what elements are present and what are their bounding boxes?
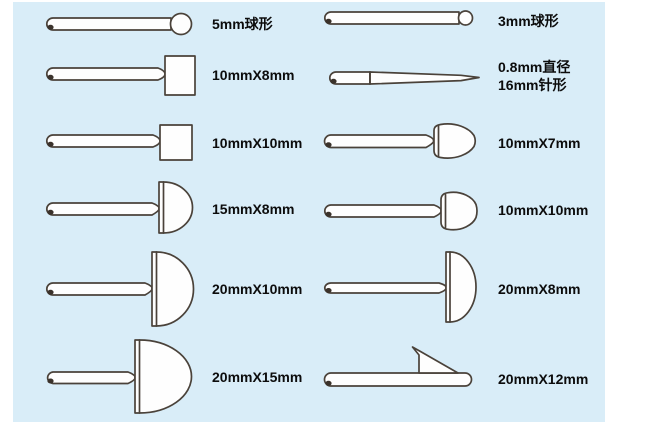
illustration-half-round-tip-20x8 [323,251,477,323]
label-10x10-left: 10mmX10mm [212,135,303,151]
illustration-angled-scraper-tip [323,346,473,387]
illustration-square-tip-10x8 [45,55,196,96]
label-20x8: 20mmX8mm [498,281,581,297]
label-10x8: 10mmX8mm [212,67,295,83]
illustration-needle-tip [328,71,480,85]
label-15x8: 15mmX8mm [212,201,295,217]
illustration-dome-tip-10x7 [323,123,477,159]
illustration-square-tip-10x10 [45,124,193,161]
diagram-panel: 5mm球形 10mmX8mm 10mmX10mm 15mmX8mm 20mmX1… [13,2,605,422]
label-10x7: 10mmX7mm [498,135,581,151]
label-needle-line1: 0.8mm直径 [498,59,571,75]
illustration-ball-tip-5mm [45,12,193,36]
label-3mm-ball: 3mm球形 [498,13,559,29]
label-10x10-right: 10mmX10mm [498,202,589,218]
label-needle: 0.8mm直径 16mm针形 [498,58,570,94]
label-20x15: 20mmX15mm [212,369,303,385]
illustration-half-round-tip-15x8 [45,181,194,234]
illustration-half-round-tip-20x10 [45,251,195,327]
illustration-ball-tip-3mm [323,10,474,26]
tool-shapes-canvas [45,10,480,414]
label-20x12: 20mmX12mm [498,371,589,387]
label-5mm-ball: 5mm球形 [212,16,273,32]
illustration-dome-tip-10x10 [323,191,478,231]
label-needle-line2: 16mm针形 [498,77,567,93]
illustration-half-round-tip-20x15 [46,339,193,414]
label-20x10: 20mmX10mm [212,281,303,297]
